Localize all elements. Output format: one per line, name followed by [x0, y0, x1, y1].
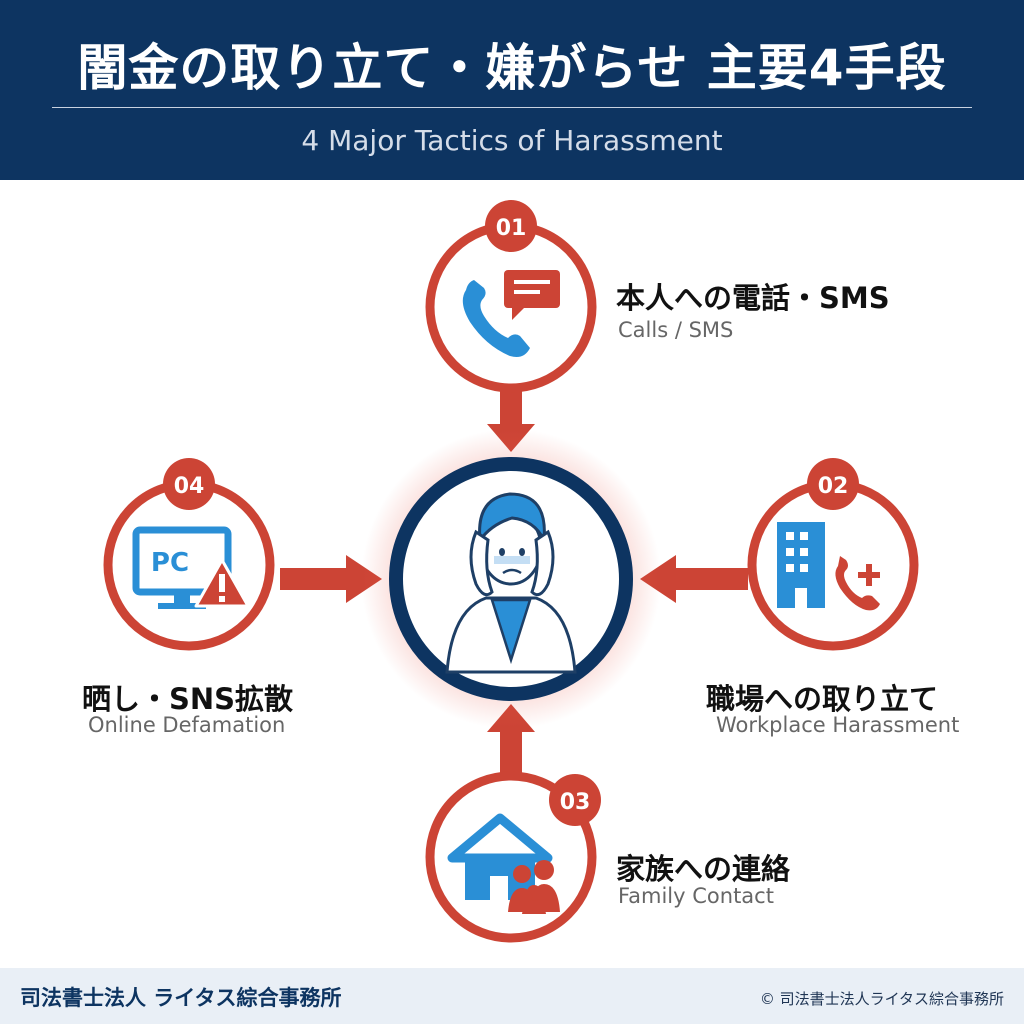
house-family-icon: [447, 813, 560, 914]
office-building-phone-icon: [777, 522, 880, 611]
page-subtitle: 4 Major Tactics of Harassment: [301, 124, 723, 157]
distressed-person-icon: [445, 492, 577, 674]
tactic-01-node: 01: [425, 200, 597, 393]
tactic-04-node: 04 PC: [103, 458, 275, 651]
tactic-02-label: 職場への取り立て: [706, 682, 939, 716]
tactic-04-label-en: Online Defamation: [88, 713, 286, 737]
footer-bar: 司法書士法人 ライタス綜合事務所 © 司法書士法人ライタス綜合事務所: [0, 968, 1024, 1024]
pc-warning-icon: PC: [132, 526, 250, 609]
tactic-03-label: 家族への連絡: [616, 852, 791, 886]
phone-sms-icon: [462, 270, 560, 357]
tactic-04-number: 04: [174, 474, 205, 499]
tactic-03-number: 03: [560, 790, 591, 815]
footer-firm-name: 司法書士法人 ライタス綜合事務所: [20, 986, 342, 1010]
tactic-02-label-en: Workplace Harassment: [716, 713, 960, 737]
tactic-01-label: 本人への電話・SMS: [616, 281, 890, 315]
tactic-01-label-en: Calls / SMS: [618, 318, 734, 342]
header-banner: 闇金の取り立て・嫌がらせ 主要4手段 4 Major Tactics of Ha…: [0, 0, 1024, 180]
pc-screen-text: PC: [151, 548, 189, 578]
tactic-01-number: 01: [496, 216, 527, 241]
footer-copyright: © 司法書士法人ライタス綜合事務所: [759, 990, 1004, 1008]
tactic-02-number: 02: [818, 474, 849, 499]
tactic-03-label-en: Family Contact: [618, 884, 774, 908]
tactic-04-label: 晒し・SNS拡散: [82, 682, 294, 716]
header-divider: [52, 107, 972, 108]
page-title: 闇金の取り立て・嫌がらせ 主要4手段: [77, 39, 947, 97]
tactic-03-node: 03: [425, 771, 601, 943]
tactic-02-node: 02: [747, 458, 919, 651]
